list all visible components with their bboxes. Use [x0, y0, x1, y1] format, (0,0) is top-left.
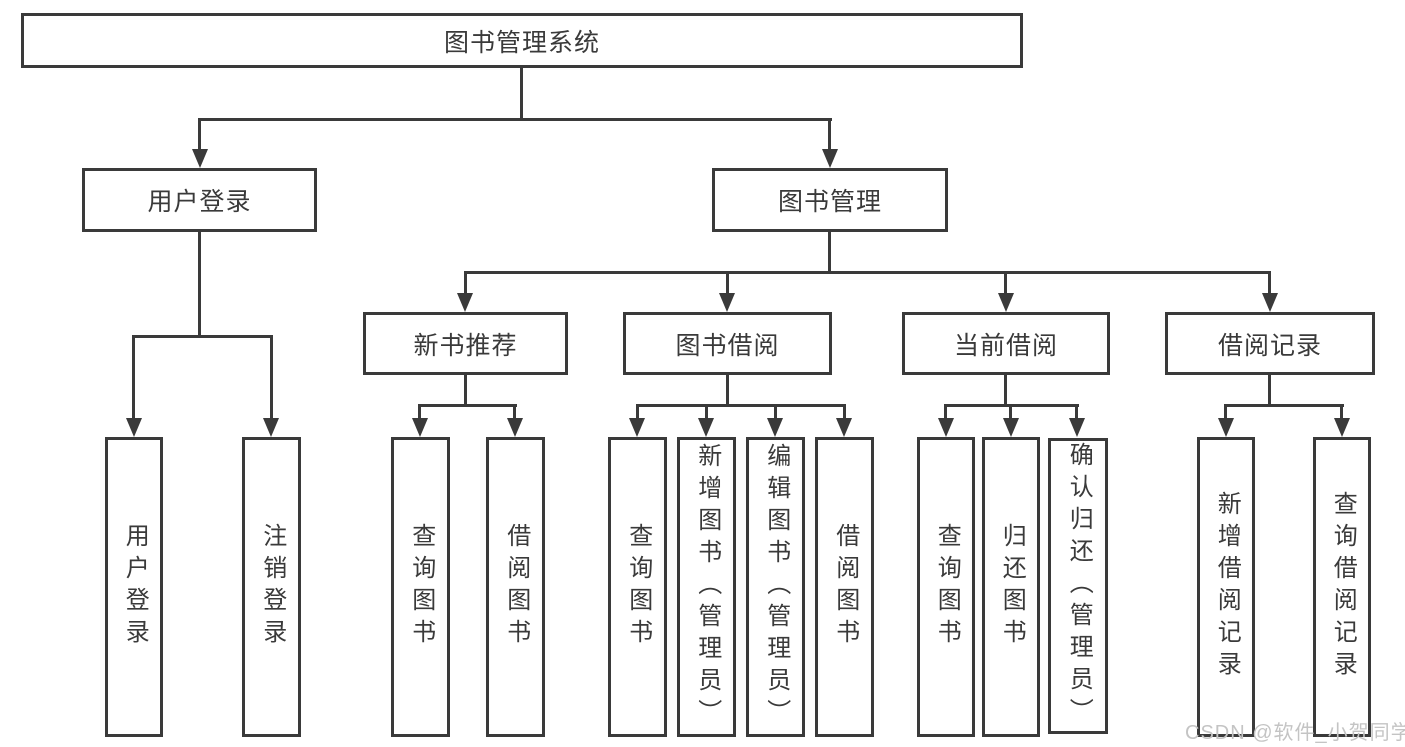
connector-line [636, 404, 846, 407]
node-root: 图书管理系统 [21, 13, 1023, 68]
connector-line [132, 335, 273, 338]
node-borrow-records: 借阅记录 [1165, 312, 1375, 375]
arrowhead-icon [1003, 418, 1019, 437]
arrowhead-icon [1069, 418, 1085, 437]
connector-line [464, 375, 467, 404]
connector-line [1340, 404, 1343, 418]
arrowhead-icon [938, 418, 954, 437]
arrowhead-icon [126, 418, 142, 437]
connector-line [1004, 375, 1007, 404]
leaf-borrow-edit-book-admin-label: 编辑图书（管理员） [762, 443, 790, 731]
leaf-recommend-query-book: 查询图书 [391, 437, 450, 737]
arrowhead-icon [507, 418, 523, 437]
connector-line [520, 68, 523, 118]
connector-line [726, 271, 729, 293]
connector-line [1075, 404, 1078, 418]
connector-line [944, 404, 947, 418]
arrowhead-icon [767, 418, 783, 437]
connector-line [726, 375, 729, 404]
watermark: CSDN @软件_小贺同学 [1185, 722, 1405, 744]
leaf-borrow-borrow-book-label: 借阅图书 [831, 523, 859, 651]
leaf-borrow-add-book-admin: 新增图书（管理员） [677, 437, 736, 737]
connector-line [1224, 404, 1344, 407]
connector-line [774, 404, 777, 418]
connector-line [1009, 404, 1012, 418]
connector-line [418, 404, 517, 407]
leaf-records-query-record-label: 查询借阅记录 [1329, 491, 1357, 683]
connector-line [198, 232, 201, 335]
node-book-management: 图书管理 [712, 168, 948, 232]
connector-line [464, 271, 1271, 274]
arrowhead-icon [412, 418, 428, 437]
node-current-borrow: 当前借阅 [902, 312, 1110, 375]
leaf-recommend-borrow-book-label: 借阅图书 [502, 523, 530, 651]
leaf-borrow-add-book-admin-label: 新增图书（管理员） [693, 443, 721, 731]
leaf-current-confirm-return-admin-label: 确认归还（管理员） [1065, 442, 1093, 730]
connector-line [198, 118, 832, 121]
leaf-current-query-book: 查询图书 [917, 437, 975, 737]
connector-line [1004, 271, 1007, 293]
connector-line [705, 404, 708, 418]
leaf-logout-label: 注销登录 [258, 523, 286, 651]
leaf-borrow-query-book: 查询图书 [608, 437, 667, 737]
leaf-logout: 注销登录 [242, 437, 301, 737]
connector-line [513, 404, 516, 418]
arrowhead-icon [719, 293, 735, 312]
leaf-borrow-edit-book-admin: 编辑图书（管理员） [746, 437, 805, 737]
leaf-current-return-book-label: 归还图书 [998, 523, 1026, 651]
leaf-borrow-query-book-label: 查询图书 [624, 523, 652, 651]
connector-line [418, 404, 421, 418]
connector-line [1224, 404, 1227, 418]
node-new-book-recommend: 新书推荐 [363, 312, 568, 375]
arrowhead-icon [192, 149, 208, 168]
leaf-user-login: 用户登录 [105, 437, 163, 737]
leaf-recommend-borrow-book: 借阅图书 [486, 437, 545, 737]
connector-line [198, 118, 201, 152]
arrowhead-icon [822, 149, 838, 168]
arrowhead-icon [629, 418, 645, 437]
leaf-records-add-record: 新增借阅记录 [1197, 437, 1255, 737]
leaf-current-return-book: 归还图书 [982, 437, 1040, 737]
arrowhead-icon [1334, 418, 1350, 437]
connector-line [828, 232, 831, 271]
arrowhead-icon [1262, 293, 1278, 312]
connector-line [132, 335, 135, 418]
arrowhead-icon [698, 418, 714, 437]
arrowhead-icon [998, 293, 1014, 312]
arrowhead-icon [457, 293, 473, 312]
leaf-borrow-borrow-book: 借阅图书 [815, 437, 874, 737]
leaf-current-confirm-return-admin: 确认归还（管理员） [1048, 438, 1108, 734]
arrowhead-icon [836, 418, 852, 437]
leaf-user-login-label: 用户登录 [121, 523, 149, 651]
connector-line [636, 404, 639, 418]
leaf-records-add-record-label: 新增借阅记录 [1213, 491, 1241, 683]
connector-line [843, 404, 846, 418]
node-book-borrow: 图书借阅 [623, 312, 832, 375]
leaf-recommend-query-book-label: 查询图书 [407, 523, 435, 651]
leaf-records-query-record: 查询借阅记录 [1313, 437, 1371, 737]
node-user-login: 用户登录 [82, 168, 317, 232]
arrowhead-icon [1218, 418, 1234, 437]
connector-line [1268, 375, 1271, 404]
leaf-current-query-book-label: 查询图书 [933, 523, 961, 651]
connector-line [1268, 271, 1271, 293]
connector-line [464, 271, 467, 293]
connector-line [828, 118, 831, 152]
arrowhead-icon [263, 418, 279, 437]
connector-line [270, 335, 273, 418]
